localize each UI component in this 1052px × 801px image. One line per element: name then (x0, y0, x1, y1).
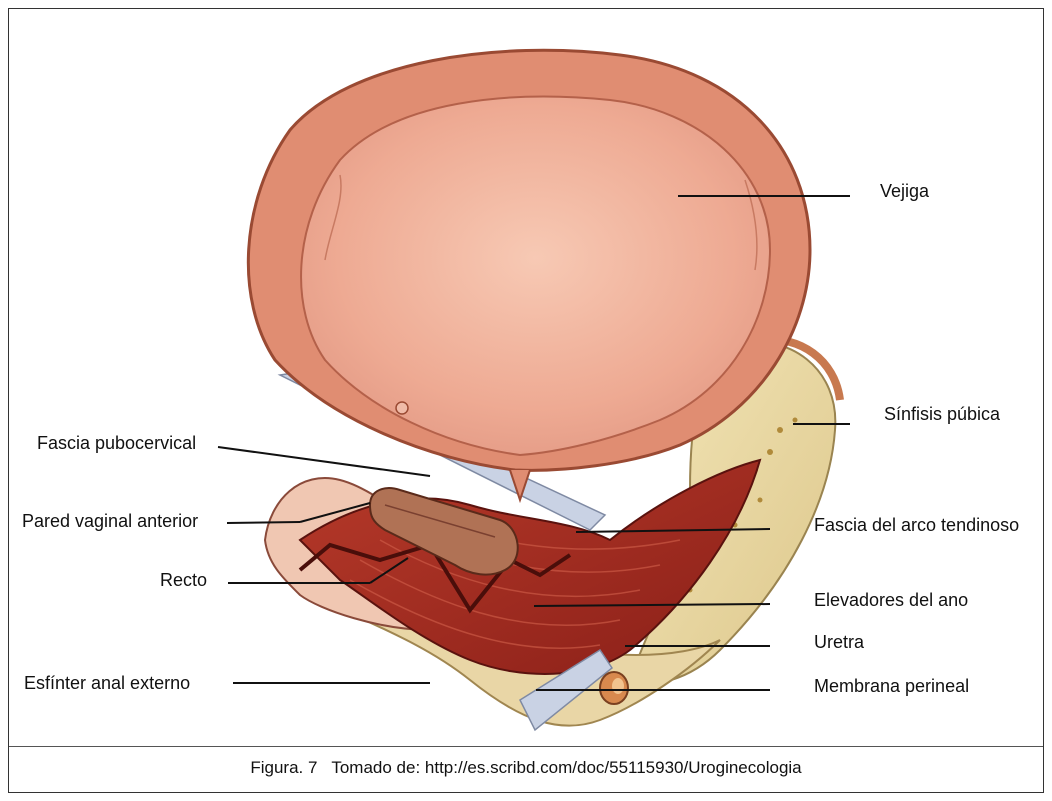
label-sinfisis: Sínfisis púbica (884, 404, 1000, 425)
label-uretra: Uretra (814, 632, 864, 653)
label-fascia-pubocervical: Fascia pubocervical (37, 433, 196, 454)
label-elevadores: Elevadores del ano (814, 590, 968, 611)
label-pared-vaginal: Pared vaginal anterior (22, 511, 198, 532)
label-fascia-arco: Fascia del arco tendinoso (814, 515, 1019, 536)
label-membrana: Membrana perineal (814, 676, 969, 697)
figure-number: Figura. 7 (250, 758, 317, 777)
label-recto: Recto (160, 570, 207, 591)
figure-source: Tomado de: http://es.scribd.com/doc/5511… (331, 758, 801, 777)
label-vejiga: Vejiga (880, 181, 929, 202)
figure-caption: Figura. 7 Tomado de: http://es.scribd.co… (9, 758, 1043, 778)
label-esfinter: Esfínter anal externo (24, 673, 190, 694)
caption-divider (9, 746, 1043, 747)
